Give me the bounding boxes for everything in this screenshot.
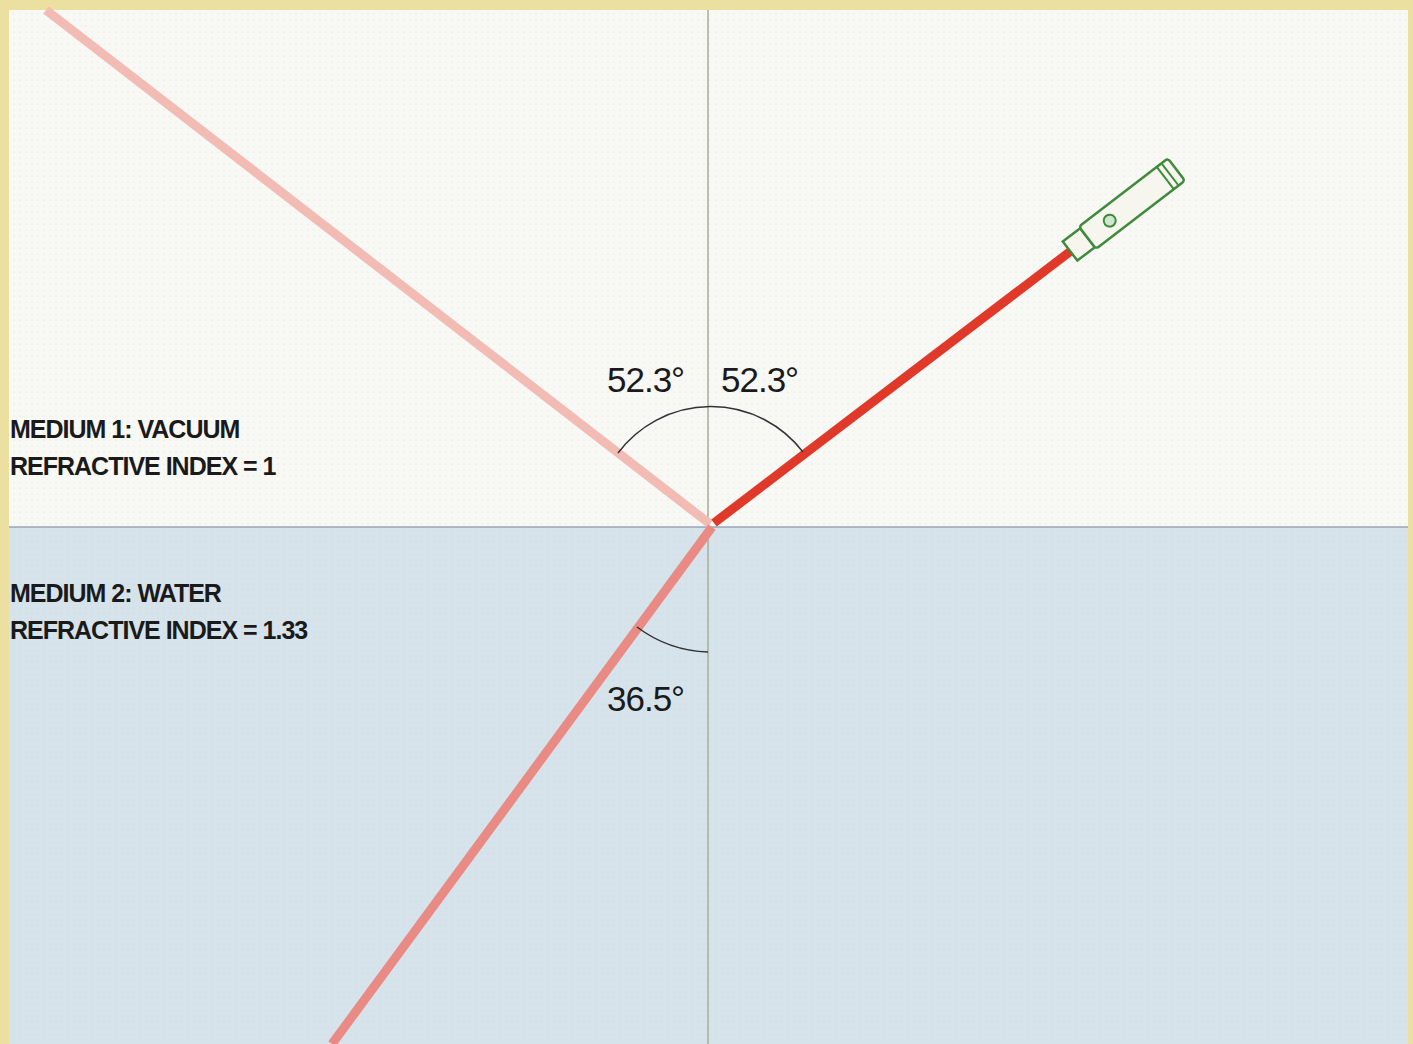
reflected-ray bbox=[46, 10, 710, 524]
frame-left bbox=[0, 0, 9, 1044]
refractive-index: REFRACTIVE INDEX = 1 bbox=[10, 451, 275, 481]
incident-ray bbox=[714, 244, 1080, 523]
refractive-index: REFRACTIVE INDEX = 1.33 bbox=[10, 615, 307, 645]
angle-arc bbox=[618, 406, 803, 453]
vacuum-texture bbox=[0, 0, 1413, 527]
medium-name: MEDIUM 2: WATER bbox=[10, 578, 221, 608]
medium-name: MEDIUM 1: VACUUM bbox=[10, 414, 239, 444]
vacuum-ground bbox=[0, 0, 1413, 527]
refracted-ray bbox=[332, 527, 712, 1044]
medium-band: MEDIUM 2: WATER REFRACTIVE INDEX = 1.33 bbox=[0, 527, 1413, 1044]
laser-pointer bbox=[1062, 158, 1185, 262]
frame-top bbox=[0, 0, 1413, 10]
frame-right bbox=[1408, 0, 1413, 1044]
angle-label: 36.5° bbox=[607, 679, 684, 719]
medium-band: MEDIUM 1: VACUUM REFRACTIVE INDEX = 1 bbox=[0, 0, 1413, 527]
angle-label: 52.3° bbox=[721, 360, 798, 400]
water-texture bbox=[0, 527, 1413, 1044]
angle-arc bbox=[637, 627, 708, 652]
water-ground bbox=[0, 527, 1413, 1044]
angle-label: 52.3° bbox=[607, 360, 684, 400]
